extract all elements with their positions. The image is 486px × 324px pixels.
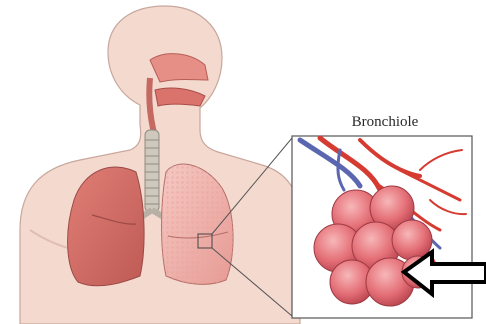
- alveoli-inset: [292, 136, 472, 318]
- bronchiole-label: Bronchiole: [300, 114, 470, 131]
- human-torso: [20, 6, 300, 324]
